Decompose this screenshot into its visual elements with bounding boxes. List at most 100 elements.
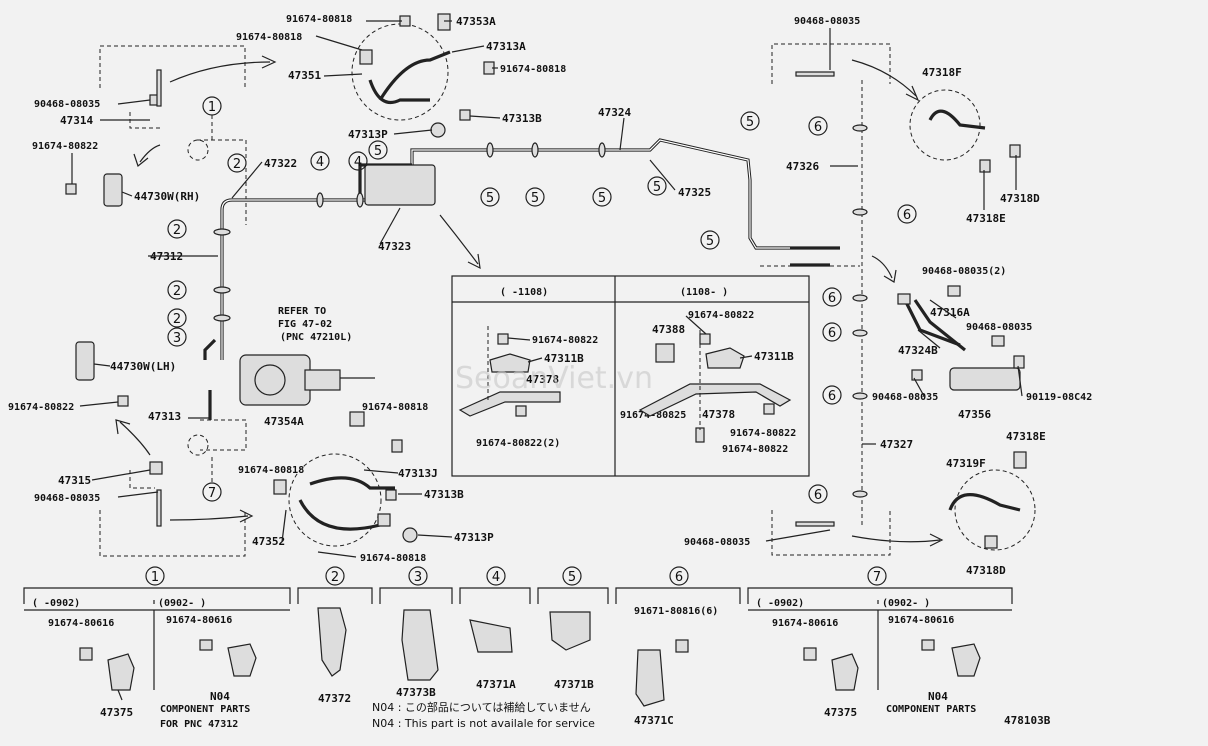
svg-text:5: 5 [374, 144, 382, 159]
callout-7: 7 [202, 455, 222, 502]
svg-text:5: 5 [486, 191, 494, 206]
note-japanese: N04 : この部品については補給していません [372, 700, 591, 714]
group-3: 3 [408, 566, 428, 586]
label-91674-80616: 91674-80616 [48, 618, 114, 629]
svg-text:2: 2 [173, 284, 181, 299]
callout-2: 2 [227, 153, 247, 173]
label-47388: 47388 [652, 323, 685, 336]
label-47313P: 47313P [454, 531, 494, 544]
callout-6: 6 [822, 322, 842, 342]
callout-4: 4 [310, 151, 330, 171]
svg-text:5: 5 [568, 570, 576, 585]
callout-2: 2 [167, 280, 187, 300]
group-4: 4 [486, 566, 506, 586]
label-47323: 47323 [378, 240, 411, 253]
svg-text:2: 2 [331, 570, 339, 585]
label-47327: 47327 [880, 438, 913, 451]
group-7: 7 [867, 566, 887, 586]
label-91674-80822: 91674-80822 [688, 310, 754, 321]
label-91674-80818: 91674-80818 [360, 553, 426, 564]
callout-5: 5 [592, 187, 612, 207]
label-47311B: 47311B [754, 350, 794, 363]
label-pnc-47210L: (PNC 47210L) [280, 332, 352, 343]
label-91674-80822: 91674-80822 [730, 428, 796, 439]
label-47352: 47352 [252, 535, 285, 548]
label-N04: N04 [928, 690, 948, 703]
label-91671-80816-6: 91671-80816(6) [634, 606, 718, 617]
callout-6: 6 [808, 484, 828, 504]
group-7-left-range: ( -0902) [756, 598, 804, 609]
callout-6: 6 [808, 116, 828, 136]
label-90468-08035: 90468-08035 [34, 493, 100, 504]
callout-5: 5 [740, 111, 760, 131]
label-91674-80822: 91674-80822 [32, 141, 98, 152]
callout-3: 3 [167, 327, 187, 347]
svg-text:6: 6 [828, 326, 836, 341]
label-47373B: 47373B [396, 686, 436, 699]
label-N04: N04 [210, 690, 230, 703]
svg-text:6: 6 [814, 120, 822, 135]
detail-inset: ( -1108) (1108- ) 91674-80822 47311B 473… [451, 275, 810, 477]
svg-text:1: 1 [208, 100, 216, 115]
label-91674-80818: 91674-80818 [286, 14, 352, 25]
group-1-left-range: ( -0902) [32, 598, 80, 609]
group-1: 1 [145, 566, 165, 586]
label-47371C: 47371C [634, 714, 674, 727]
callout-6: 6 [822, 287, 842, 307]
circled-numbers: 1 2 4 4 5 2 2 2 3 7 5 5 5 5 5 5 6 6 6 6 … [167, 96, 917, 504]
label-fig-47-02: FIG 47-02 [278, 319, 332, 330]
label-47375: 47375 [100, 706, 133, 719]
svg-text:6: 6 [828, 291, 836, 306]
label-90468-08035: 90468-08035 [872, 392, 938, 403]
label-91674-80825: 91674-80825 [620, 410, 686, 421]
label-47378: 47378 [702, 408, 735, 421]
callout-5: 5 [480, 187, 500, 207]
label-91674-80822-2: 91674-80822(2) [476, 438, 560, 449]
label-47371B: 47371B [554, 678, 594, 691]
svg-text:3: 3 [414, 570, 422, 585]
svg-text:5: 5 [746, 115, 754, 130]
label-47313A: 47313A [486, 40, 526, 53]
svg-text:6: 6 [675, 570, 683, 585]
clamp-table: 1 2 3 4 5 6 7 ( -0902) (0902- ) 91674-80… [23, 566, 1051, 730]
label-47313: 47313 [148, 410, 181, 423]
label-91674-80818: 91674-80818 [238, 465, 304, 476]
label-component-parts: COMPONENT PARTS [160, 704, 250, 715]
label-47313B: 47313B [424, 488, 464, 501]
label-47311B: 47311B [544, 352, 584, 365]
label-47313B: 47313B [502, 112, 542, 125]
svg-text:5: 5 [531, 191, 539, 206]
group-7-right-range: (0902- ) [882, 598, 930, 609]
label-47324B: 47324B [898, 344, 938, 357]
components [75, 23, 1036, 551]
label-90119-08C42: 90119-08C42 [1026, 392, 1092, 403]
label-47325: 47325 [678, 186, 711, 199]
label-for-pnc-47312: FOR PNC 47312 [160, 719, 238, 730]
label-47354A: 47354A [264, 415, 304, 428]
leader-lines [71, 20, 1023, 558]
label-47319F: 47319F [946, 457, 986, 470]
svg-text:3: 3 [173, 331, 181, 346]
label-47326: 47326 [786, 160, 819, 173]
callout-2: 2 [167, 219, 187, 239]
label-47316A: 47316A [930, 306, 970, 319]
label-90468-08035: 90468-08035 [794, 16, 860, 27]
label-47356: 47356 [958, 408, 991, 421]
part-labels: 91674-80818 91674-80818 47353A 47313A 91… [8, 14, 1092, 577]
svg-text:7: 7 [208, 486, 216, 501]
label-47318E: 47318E [966, 212, 1006, 225]
callout-1: 1 [202, 96, 222, 140]
label-47313P: 47313P [348, 128, 388, 141]
label-91674-80818: 91674-80818 [362, 402, 428, 413]
svg-text:5: 5 [598, 191, 606, 206]
callout-2: 2 [167, 308, 187, 328]
label-47318D: 47318D [1000, 192, 1040, 205]
label-90468-08035: 90468-08035 [34, 99, 100, 110]
label-90468-08035: 90468-08035 [966, 322, 1032, 333]
watermark: SeoanViet.vn [455, 361, 653, 396]
label-91674-80822: 91674-80822 [8, 402, 74, 413]
label-47378: 47378 [526, 373, 559, 386]
callout-5: 5 [700, 230, 720, 250]
pipe-clamps [213, 124, 868, 498]
